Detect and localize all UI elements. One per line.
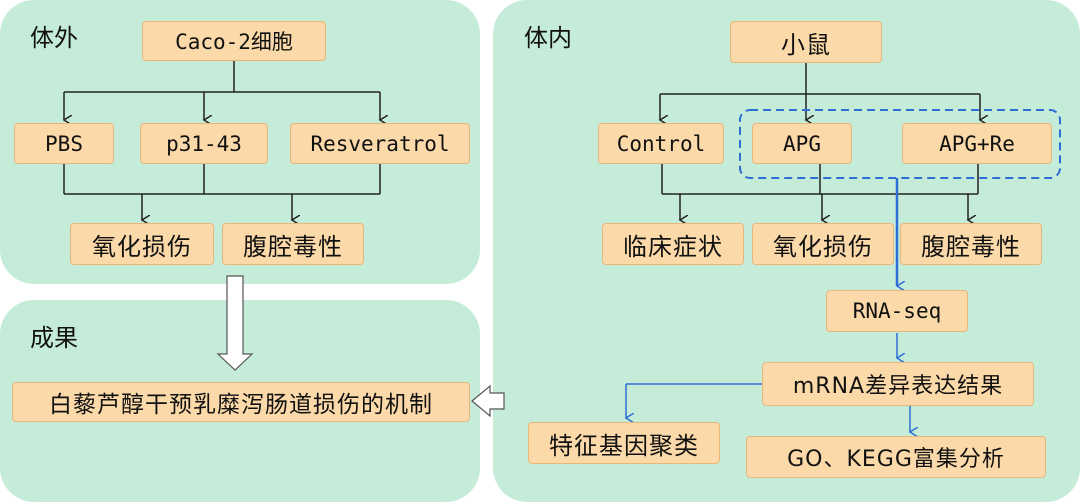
rnaseq-box: RNA-seq	[826, 290, 968, 332]
in-vivo-title: 体内	[524, 24, 572, 52]
mouse-box: 小鼠	[730, 21, 882, 63]
group-resveratrol-box: Resveratrol	[290, 123, 470, 164]
caco2-cell-box: Caco-2细胞	[142, 21, 326, 61]
outcome-clinical-symptoms-box: 临床症状	[602, 223, 744, 265]
go-kegg-enrichment-box: GO、KEGG富集分析	[746, 436, 1046, 478]
gene-clustering-box: 特征基因聚类	[528, 422, 720, 464]
group-control-box: Control	[598, 123, 724, 164]
outcome-celiac-toxicity-vivo-box: 腹腔毒性	[900, 223, 1042, 265]
group-p31-43-box: p31-43	[140, 123, 268, 164]
in-vitro-title: 体外	[30, 24, 78, 52]
group-pbs-box: PBS	[14, 123, 114, 164]
conclusion-box: 白藜芦醇干预乳糜泻肠道损伤的机制	[12, 382, 470, 422]
result-title: 成果	[30, 324, 78, 352]
outcome-oxidative-damage-box: 氧化损伤	[70, 223, 214, 265]
group-apg-re-box: APG+Re	[902, 123, 1052, 164]
outcome-celiac-toxicity-box: 腹腔毒性	[222, 223, 364, 265]
group-apg-box: APG	[752, 123, 852, 164]
outcome-oxidative-damage-vivo-box: 氧化损伤	[752, 223, 894, 265]
mrna-diff-expression-box: mRNA差异表达结果	[762, 362, 1034, 406]
